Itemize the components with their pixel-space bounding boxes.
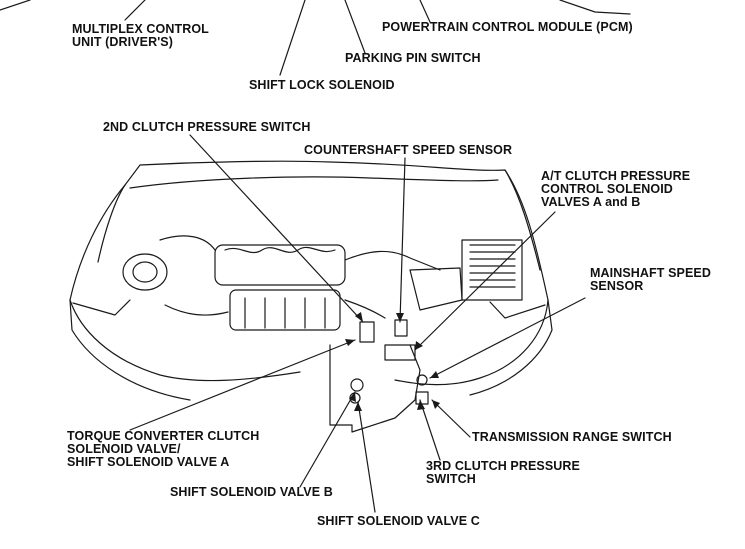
countershaft-speed-sensor-label: COUNTERSHAFT SPEED SENSOR xyxy=(304,143,513,157)
pcm-label: POWERTRAIN CONTROL MODULE (PCM) xyxy=(382,20,633,34)
leader-3rd-clutch xyxy=(419,399,441,461)
left-fender xyxy=(69,299,301,382)
hood-inner xyxy=(129,176,499,189)
bumper-left xyxy=(69,299,191,401)
leader-at-clutch xyxy=(414,211,556,351)
bumper-right xyxy=(469,299,553,396)
right-fender xyxy=(394,299,549,386)
top-edge-fragment xyxy=(559,0,631,15)
hood-outline xyxy=(69,160,549,301)
transmission-range-switch-label: TRANSMISSION RANGE SWITCH xyxy=(472,430,672,444)
leader-torque-converter xyxy=(129,339,356,431)
hood-right-edge xyxy=(504,169,541,271)
air-cleaner xyxy=(122,253,168,291)
multiplex-control-unit-label: MULTIPLEX CONTROL UNIT (DRIVER'S) xyxy=(72,22,209,49)
shift-lock-solenoid-label: SHIFT LOCK SOLENOID xyxy=(249,78,395,92)
battery-box xyxy=(461,239,523,301)
mainshaft-speed-sensor-label: MAINSHAFT SPEED SENSOR xyxy=(590,266,711,293)
leader-shift-c xyxy=(357,401,376,513)
leader-mainshaft xyxy=(429,297,586,379)
torque-converter-clutch-label: TORQUE CONVERTER CLUTCH SOLENOID VALVE/ … xyxy=(67,429,260,469)
intake-manifold xyxy=(214,244,346,286)
at-clutch-pressure-solenoid-label: A/T CLUTCH PRESSURE CONTROL SOLENOID VAL… xyxy=(541,169,691,209)
valve-cover xyxy=(229,289,341,331)
leader-2nd-clutch xyxy=(189,134,364,323)
top-edge-fragment xyxy=(0,0,31,11)
shift-solenoid-valve-c-label: SHIFT SOLENOID VALVE C xyxy=(317,514,480,528)
leader-multiplex xyxy=(124,0,146,21)
leader-pcm xyxy=(419,0,431,23)
2nd-clutch-pressure-switch-label: 2ND CLUTCH PRESSURE SWITCH xyxy=(103,120,311,134)
shift-solenoid-valve-b-label: SHIFT SOLENOID VALVE B xyxy=(170,485,333,499)
parking-pin-switch-label: PARKING PIN SWITCH xyxy=(345,51,481,65)
leader-shift-lock xyxy=(279,0,306,76)
leader-shift-b xyxy=(299,391,356,488)
3rd-clutch-pressure-switch-label: 3RD CLUTCH PRESSURE SWITCH xyxy=(426,459,580,486)
hood-left-edge xyxy=(97,184,126,263)
leader-countershaft xyxy=(399,157,406,323)
leader-trans-range xyxy=(431,399,471,438)
ctrl-solenoid-block xyxy=(384,344,416,361)
leader-parking-pin xyxy=(344,0,366,54)
transmission-housing xyxy=(329,344,421,433)
